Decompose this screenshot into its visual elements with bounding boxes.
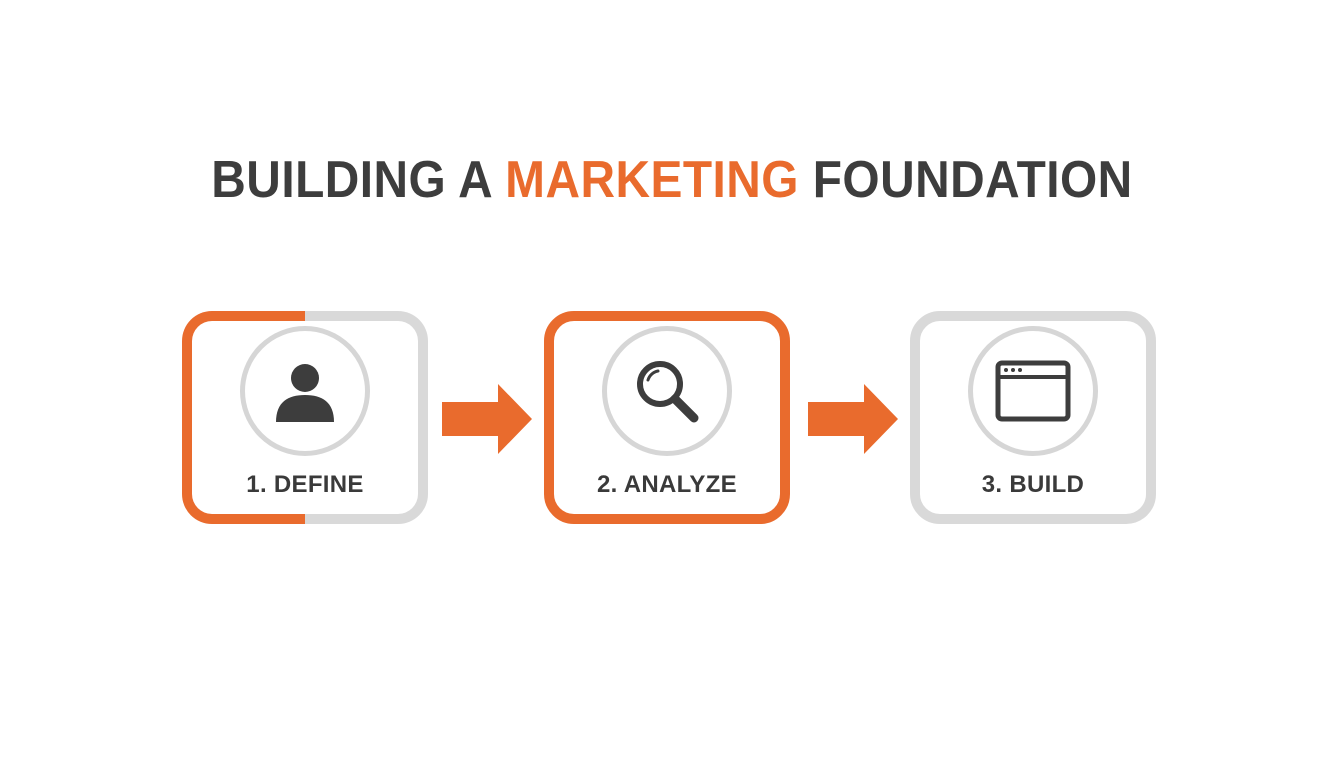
step-define-label: 1. DEFINE [246, 471, 364, 498]
step-define-icon-circle [240, 326, 370, 456]
user-icon [276, 364, 334, 422]
step-analyze: 2. ANALYZE [544, 311, 790, 524]
step-analyze-label: 2. ANALYZE [597, 471, 737, 498]
step-build-label: 3. BUILD [981, 471, 1085, 498]
title-part-2: FOUNDATION [798, 151, 1133, 209]
magnifier-icon [637, 361, 699, 423]
browser-window-icon [995, 360, 1071, 422]
arrow-right-icon [442, 384, 532, 454]
title-accent: MARKETING [505, 151, 799, 209]
arrow-right-icon [808, 384, 898, 454]
diagram-title: BUILDING A MARKETING FOUNDATION [54, 150, 1290, 210]
step-build: 3. BUILD [910, 311, 1156, 524]
step-define: 1. DEFINE [182, 311, 428, 524]
step-analyze-icon-circle [602, 326, 732, 456]
title-part-1: BUILDING A [211, 151, 506, 209]
step-build-icon-circle [968, 326, 1098, 456]
